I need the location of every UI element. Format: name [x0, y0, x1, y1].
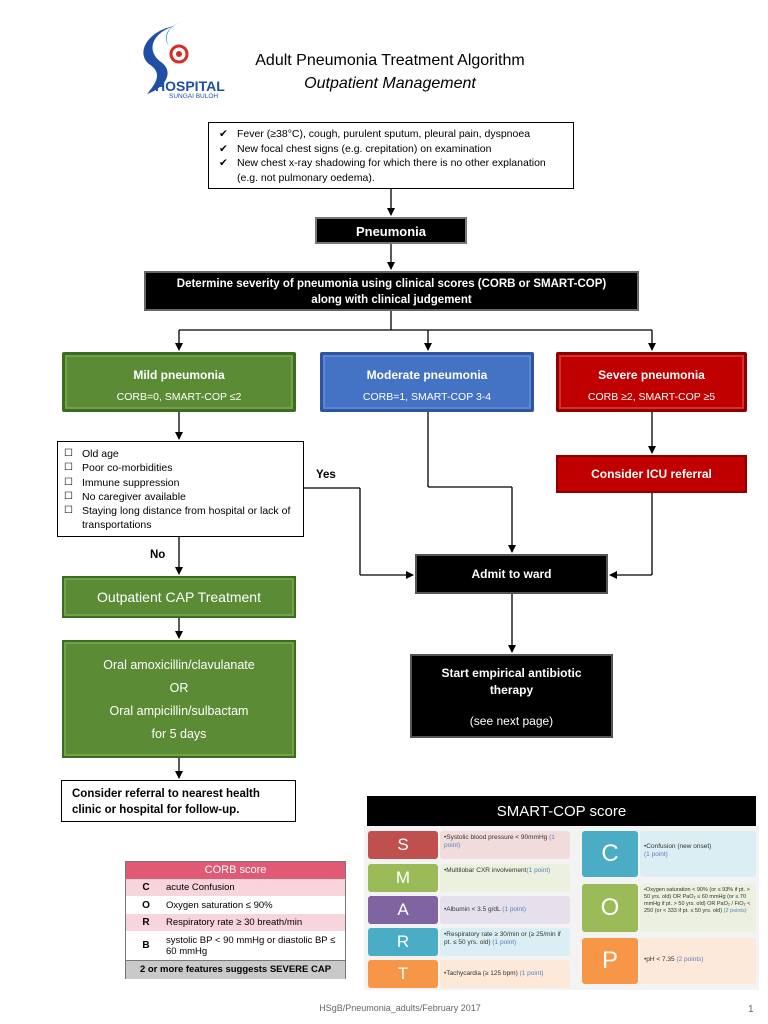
page-number: 1: [748, 1004, 754, 1015]
checkmark-icon: ✔: [219, 157, 228, 169]
risk-factor-item: ☐Immune suppression: [64, 476, 180, 489]
corb-footer: 2 or more features suggests SEVERE CAP: [126, 960, 345, 979]
yes-label: Yes: [316, 469, 336, 481]
checkmark-icon: ✔: [219, 142, 228, 155]
mild-pneumonia-node: Mild pneumonia CORB=0, SMART-COP ≤2: [62, 352, 296, 412]
risk-factor-item: ☐Staying long distance from hospital or …: [64, 505, 291, 532]
hospital-logo-icon: [143, 20, 189, 94]
logo-panel: HOSPITAL SUNGAI BULOH: [55, 4, 293, 120]
checkbox-icon: ☐: [64, 505, 73, 517]
smartcop-letter-t: T: [368, 960, 438, 988]
smartcop-desc-r: •Respiratory rate ≥ 30/min or (≥ 25/min …: [440, 928, 570, 956]
risk-factor-item: ☐Poor co-morbidities: [64, 462, 173, 475]
referral-box: Consider referral to nearest health clin…: [61, 780, 296, 822]
severe-pneumonia-node: Severe pneumonia CORB ≥2, SMART-COP ≥5: [556, 352, 747, 412]
pneumonia-node: Pneumonia: [315, 217, 467, 244]
checkmark-icon: ✔: [219, 128, 228, 140]
page-footer: HSgB/Pneumonia_adults/February 2017: [319, 1003, 481, 1013]
admit-to-ward-node: Admit to ward: [415, 554, 608, 594]
smartcop-letter-m: M: [368, 864, 438, 892]
smartcop-letter-a: A: [368, 896, 438, 924]
risk-factor-item: ☐No caregiver available: [64, 490, 186, 503]
moderate-pneumonia-node: Moderate pneumonia CORB=1, SMART-COP 3-4: [320, 352, 534, 412]
oral-treatment-node: Oral amoxicillin/clavulanate OR Oral amp…: [62, 640, 296, 758]
checkbox-icon: ☐: [64, 490, 73, 502]
logo-subtext: SUNGAI BULOH: [169, 93, 219, 100]
checkbox-icon: ☐: [64, 476, 73, 488]
risk-factors-box: ☐Old age ☐Poor co-morbidities ☐Immune su…: [57, 441, 304, 537]
symptoms-box: ✔Fever (≥38°C), cough, purulent sputum, …: [208, 122, 574, 189]
smartcop-desc-o: •Oxygen saturation < 90% (or ≤ 93% if pt…: [640, 884, 756, 932]
determine-severity-node: Determine severity of pneumonia using cl…: [144, 271, 639, 311]
smartcop-desc-s: •Systolic blood pressure < 90mmHg (1 poi…: [440, 831, 570, 859]
smartcop-letter-o: O: [582, 884, 638, 932]
smartcop-desc-m: •Multilobar CXR involvement(1 point): [440, 864, 570, 892]
smartcop-letter-c: C: [582, 831, 638, 877]
checkbox-icon: ☐: [64, 462, 73, 474]
smartcop-letter-r: R: [368, 928, 438, 956]
corb-title: CORB score: [126, 862, 345, 879]
smartcop-desc-p: •pH < 7.35 (2 points): [640, 938, 756, 984]
empirical-antibiotic-node: Start empirical antibiotic therapy (see …: [410, 654, 613, 738]
page-title: Adult Pneumonia Treatment Algorithm: [255, 52, 525, 69]
symptom-item: ✔New chest x-ray shadowing for which the…: [219, 157, 546, 184]
outpatient-treatment-node: Outpatient CAP Treatment: [62, 576, 296, 618]
risk-factor-item: ☐Old age: [64, 448, 119, 460]
no-label: No: [150, 549, 166, 561]
symptom-item: ✔Fever (≥38°C), cough, purulent sputum, …: [219, 128, 531, 140]
smartcop-letter-s: S: [368, 831, 438, 859]
smartcop-title: SMART-COP score: [367, 796, 756, 827]
smartcop-desc-t: •Tachycardia (≥ 125 bpm) (1 point): [440, 960, 570, 988]
smartcop-letter-p: P: [582, 938, 638, 984]
checkbox-icon: ☐: [64, 448, 73, 459]
logo-text: HOSPITAL: [155, 78, 225, 94]
page-subtitle: Outpatient Management: [304, 75, 476, 92]
icu-referral-node: Consider ICU referral: [556, 455, 747, 493]
smartcop-desc-a: •Albumin < 3.5 g/dL (1 point): [440, 896, 570, 924]
smartcop-desc-c: •Confusion (new onset)(1 point): [640, 831, 756, 877]
symptom-item: ✔New focal chest signs (e.g. crepitation…: [219, 142, 492, 155]
